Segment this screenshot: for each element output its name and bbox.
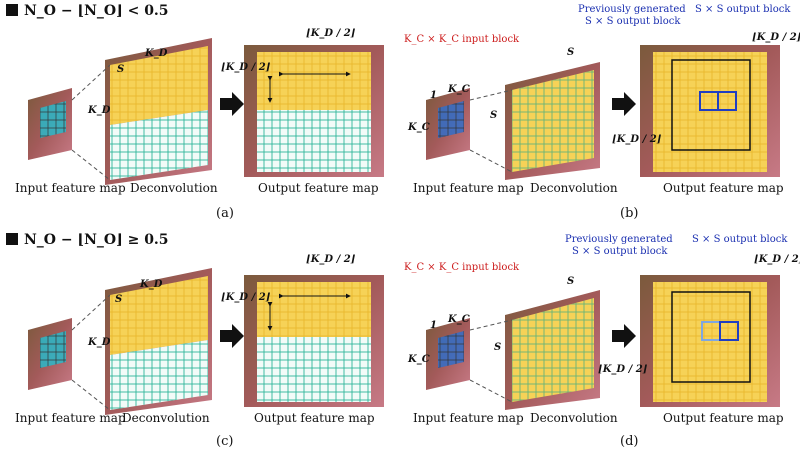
symbol-kc: K_C	[407, 354, 430, 365]
condition-bottom-text: N_O − ⌊N_O⌋ ≥ 0.5	[24, 232, 169, 248]
condition-top: N_O − ⌊N_O⌋ < 0.5	[6, 3, 169, 19]
prev-block-annotation-line1: Previously generated	[578, 4, 686, 15]
panel-a: S K_D K_D ⌊K_D / 2⌋ ⌊K_D / 2⌋	[28, 28, 384, 185]
bullet-square-icon	[6, 4, 18, 16]
symbol-s: S	[117, 64, 124, 75]
panel-c: S K_D K_D ⌊K_D / 2⌋ ⌊K_D / 2⌋	[28, 254, 384, 415]
sxs-block-annotation: S × S output block	[692, 234, 788, 245]
prev-block-annotation-line2: S × S output block	[572, 246, 668, 257]
arrow-right-icon	[612, 324, 636, 348]
input-block-annotation: K_C × K_C input block	[404, 262, 520, 273]
caption-deconv-b: Deconvolution	[530, 181, 618, 195]
symbol-kd-half: ⌊K_D / 2⌋	[221, 292, 271, 303]
caption-output-c: Output feature map	[254, 411, 375, 425]
symbol-kd-half: ⌊K_D / 2⌋	[598, 364, 648, 375]
caption-deconv-c: Deconvolution	[122, 411, 210, 425]
symbol-s: S	[567, 276, 574, 287]
bullet-square-icon	[6, 233, 18, 245]
caption-input-d: Input feature map	[413, 411, 524, 425]
symbol-kc: K_C	[407, 122, 430, 133]
caption-output-d: Output feature map	[663, 411, 784, 425]
symbol-s: S	[115, 294, 122, 305]
symbol-kd: K_D	[87, 105, 111, 116]
sxs-block-annotation: S × S output block	[695, 4, 791, 15]
condition-top-text: N_O − ⌊N_O⌋ < 0.5	[24, 3, 169, 19]
arrow-right-icon	[220, 324, 244, 348]
panel-b: K_C × K_C input block S S 1 K_C K_C Prev…	[404, 4, 800, 180]
symbol-s: S	[494, 342, 501, 353]
symbol-kd: K_D	[144, 48, 168, 59]
panel-label-b: (b)	[620, 206, 638, 221]
symbol-kd-half: ⌊K_D / 2⌋	[306, 28, 356, 39]
arrow-right-icon	[612, 92, 636, 116]
caption-input-b: Input feature map	[413, 181, 524, 195]
panel-d: K_C × K_C input block S S 1 K_C K_C Prev…	[404, 234, 800, 410]
prev-block-annotation-line1: Previously generated	[565, 234, 673, 245]
symbol-kc: K_C	[447, 314, 470, 325]
symbol-kd-half: ⌊K_D / 2⌋	[612, 134, 662, 145]
symbol-kd: K_D	[87, 337, 111, 348]
symbol-s: S	[567, 47, 574, 58]
panel-label-d: (d)	[620, 434, 638, 449]
panel-label-c: (c)	[216, 434, 233, 449]
symbol-kc: K_C	[447, 84, 470, 95]
caption-output-b: Output feature map	[663, 181, 784, 195]
symbol-s: S	[490, 110, 497, 121]
input-block-annotation: K_C × K_C input block	[404, 34, 520, 45]
panel-label-a: (a)	[216, 206, 234, 221]
symbol-kd-half: ⌊K_D / 2⌋	[752, 32, 800, 43]
symbol-one: 1	[430, 90, 437, 101]
arrow-right-icon	[220, 92, 244, 116]
caption-deconv-a: Deconvolution	[130, 181, 218, 195]
caption-input-c: Input feature map	[15, 411, 126, 425]
caption-input-a: Input feature map	[15, 181, 126, 195]
symbol-kd-half: ⌊K_D / 2⌋	[306, 254, 356, 265]
symbol-kd-half: ⌊K_D / 2⌋	[221, 62, 271, 73]
caption-output-a: Output feature map	[258, 181, 379, 195]
symbol-kd-half: ⌊K_D / 2⌋	[754, 254, 800, 265]
symbol-kd: K_D	[139, 279, 163, 290]
caption-deconv-d: Deconvolution	[530, 411, 618, 425]
symbol-one: 1	[430, 320, 437, 331]
condition-bottom: N_O − ⌊N_O⌋ ≥ 0.5	[6, 232, 169, 248]
prev-block-annotation-line2: S × S output block	[585, 16, 681, 27]
